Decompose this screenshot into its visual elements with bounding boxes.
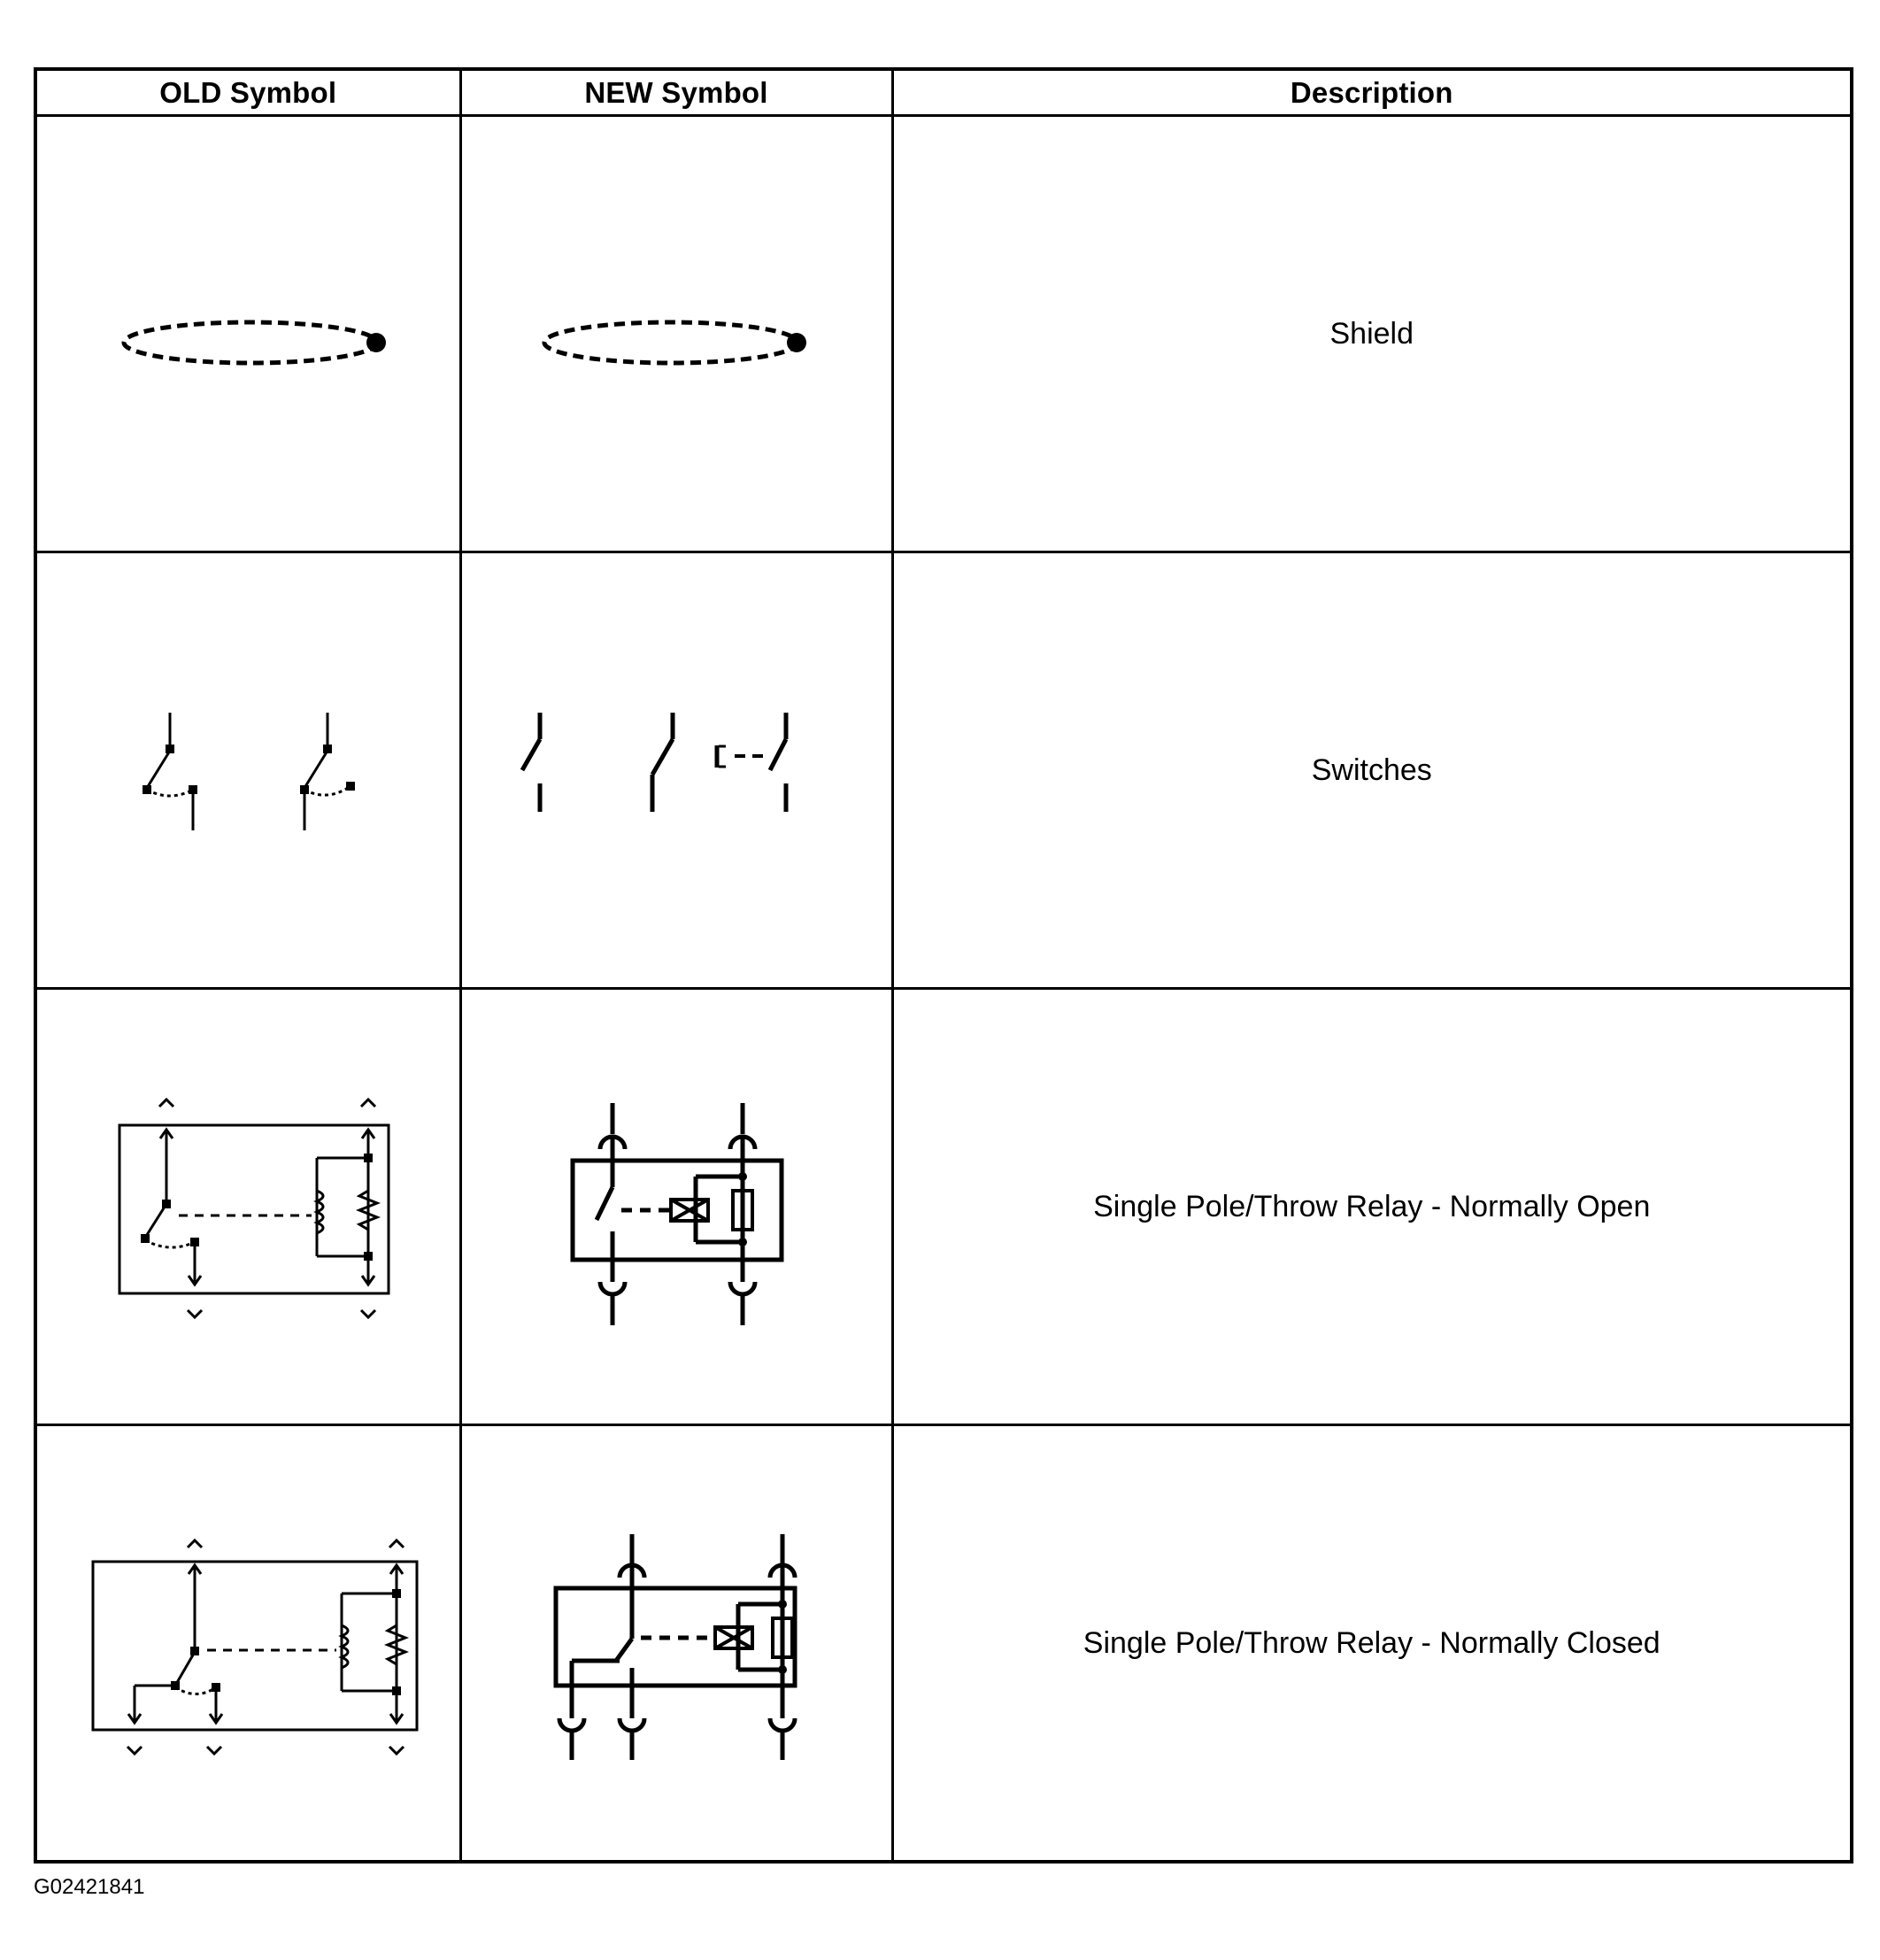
relay-no-new-icon — [570, 1103, 784, 1325]
description-cell: Single Pole/Throw Relay - Normally Open — [890, 987, 1853, 1426]
header-old-symbol: OLD Symbol — [34, 67, 462, 117]
old-symbol-cell — [34, 114, 462, 553]
table-row: Switches — [34, 551, 1853, 990]
relay-no-old-icon — [118, 1097, 390, 1320]
description-cell: Single Pole/Throw Relay - Normally Close… — [890, 1424, 1853, 1864]
description-cell: Shield — [890, 114, 1853, 553]
new-symbol-cell — [458, 114, 894, 553]
header-description: Description — [890, 67, 1853, 117]
relay-nc-old-icon — [91, 1538, 419, 1756]
header-row: OLD Symbol NEW Symbol Description — [34, 67, 1853, 117]
table-row: Single Pole/Throw Relay - Normally Close… — [34, 1424, 1853, 1864]
switches-old-icon — [143, 713, 355, 830]
new-symbol-cell — [458, 1424, 894, 1864]
table-row: Single Pole/Throw Relay - Normally Open — [34, 987, 1853, 1426]
old-symbol-cell — [34, 551, 462, 990]
shield-old-icon — [121, 320, 386, 366]
symbol-table: OLD Symbol NEW Symbol Description Shield — [34, 67, 1853, 1864]
description-cell: Switches — [890, 551, 1853, 990]
old-symbol-cell — [34, 1424, 462, 1864]
shield-new-icon — [542, 320, 806, 366]
header-new-symbol: NEW Symbol — [458, 67, 894, 117]
switches-new-icon — [520, 713, 789, 812]
figure-id: G02421841 — [34, 1875, 145, 1899]
old-symbol-cell — [34, 987, 462, 1426]
new-symbol-cell — [458, 551, 894, 990]
table-row: Shield — [34, 114, 1853, 553]
relay-nc-new-icon — [553, 1534, 797, 1760]
new-symbol-cell — [458, 987, 894, 1426]
